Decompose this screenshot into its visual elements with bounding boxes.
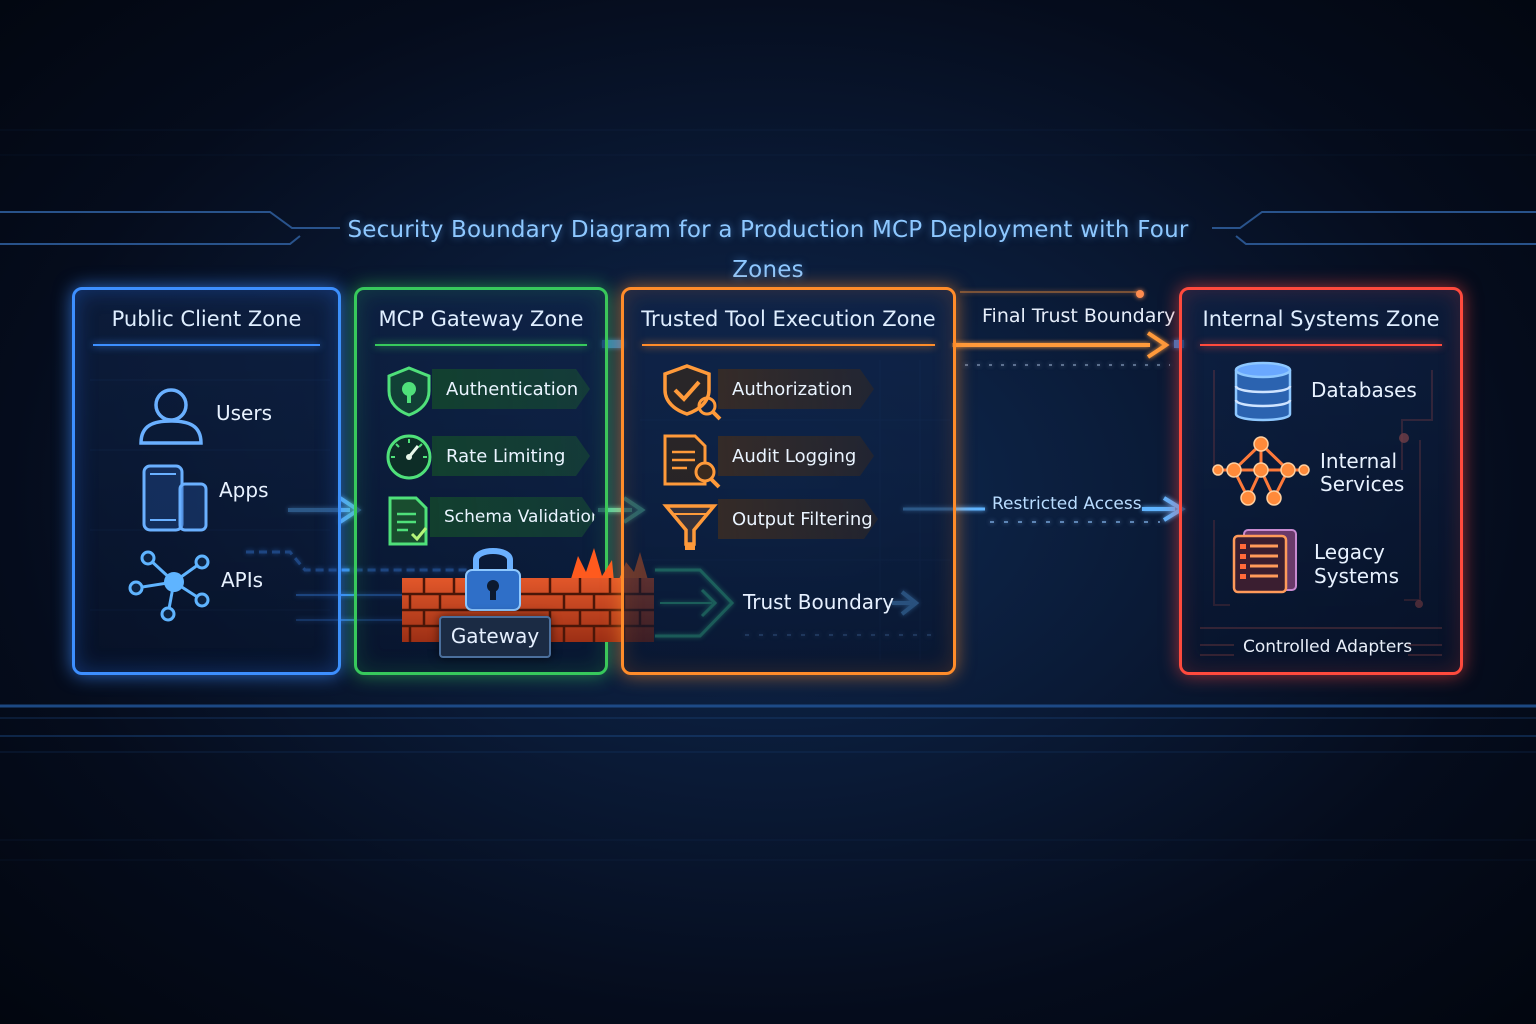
network-nodes-icon — [1212, 436, 1310, 506]
item-legacy-systems-line1: Legacy — [1314, 540, 1385, 564]
item-users: Users — [216, 401, 273, 425]
gateway-label: Gateway — [439, 616, 551, 658]
item-internal-services-line2: Services — [1320, 472, 1405, 496]
zone-title-trusted: Trusted Tool Execution Zone — [641, 307, 936, 331]
item-databases: Databases — [1311, 378, 1417, 402]
internal-systems-zone: Internal Systems Zone — [1179, 287, 1463, 675]
item-internal-services-line1: Internal — [1320, 449, 1398, 473]
item-audit-logging: Audit Logging — [718, 436, 874, 476]
shield-check-icon — [663, 364, 722, 421]
devices-icon — [142, 464, 208, 532]
trust-boundary-label: Trust Boundary — [743, 590, 895, 614]
item-legacy-systems: Legacy Systems — [1314, 540, 1399, 588]
item-output-filtering: Output Filtering — [718, 499, 878, 539]
restricted-access-label: Restricted Access — [992, 494, 1142, 514]
shield-lock-icon — [387, 366, 431, 417]
database-icon — [1234, 361, 1292, 422]
gauge-icon — [386, 434, 432, 480]
user-icon — [139, 388, 203, 445]
zone-divider — [642, 344, 935, 346]
item-authentication: Authentication — [432, 369, 590, 409]
document-search-icon — [663, 434, 721, 489]
padlock-icon — [465, 548, 521, 611]
public-client-zone: Public Client Zone — [72, 287, 341, 675]
controlled-adapters-label: Controlled Adapters — [1243, 637, 1413, 657]
zone-divider — [1200, 344, 1442, 346]
final-trust-boundary-label: Final Trust Boundary — [982, 305, 1176, 327]
api-network-icon — [128, 550, 210, 622]
zone-divider — [375, 344, 587, 346]
funnel-icon — [662, 504, 718, 550]
item-apps: Apps — [219, 478, 269, 502]
zone-title-public: Public Client Zone — [111, 307, 302, 331]
item-authorization: Authorization — [718, 369, 874, 409]
item-legacy-systems-line2: Systems — [1314, 564, 1399, 588]
diagram-title: Security Boundary Diagram for a Producti… — [347, 217, 1189, 283]
zone-divider — [93, 344, 320, 346]
item-apis: APIs — [221, 568, 264, 592]
item-schema-validation: Schema Validation — [430, 497, 596, 537]
item-rate-limiting: Rate Limiting — [432, 436, 590, 476]
item-internal-services: Internal Services — [1320, 450, 1404, 496]
zone-title-internal: Internal Systems Zone — [1202, 307, 1440, 331]
zone-title-gateway: MCP Gateway Zone — [378, 307, 584, 331]
document-check-icon — [388, 496, 428, 546]
server-icon — [1232, 529, 1297, 594]
